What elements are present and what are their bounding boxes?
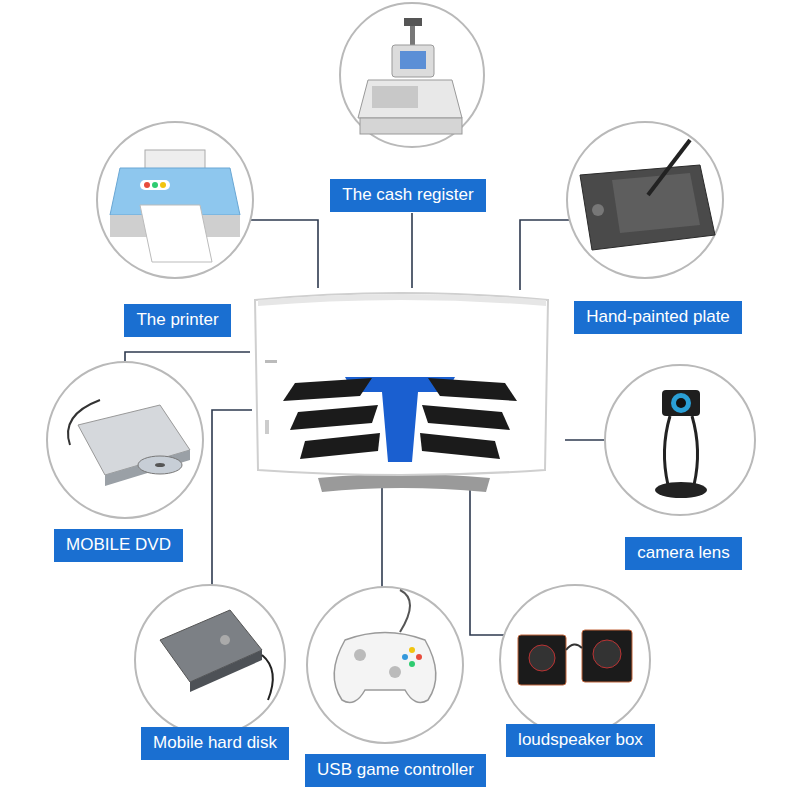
label-box: The cash register: [330, 179, 486, 212]
controller-icon: [334, 590, 436, 702]
speaker-icon: [518, 630, 632, 685]
camera-icon: [655, 390, 707, 498]
cash-register-icon: [358, 18, 462, 134]
device-circles: [47, 3, 755, 743]
label-box: loudspeaker box: [506, 724, 655, 757]
label-text: The printer: [136, 310, 218, 330]
tablet-icon: [580, 140, 715, 250]
label-box: The printer: [124, 304, 231, 337]
label-box: Hand-painted plate: [574, 301, 742, 334]
label-box: MOBILE DVD: [54, 529, 183, 562]
label-box: USB game controller: [305, 754, 486, 787]
label-text: Mobile hard disk: [153, 733, 277, 753]
hard-disk-icon: [160, 610, 273, 700]
label-box: Mobile hard disk: [141, 727, 289, 760]
label-text: loudspeaker box: [518, 730, 643, 750]
label-text: Hand-painted plate: [586, 307, 730, 327]
label-text: camera lens: [637, 543, 730, 563]
monitor-back: [255, 293, 548, 492]
label-text: USB game controller: [317, 760, 474, 780]
label-text: MOBILE DVD: [66, 535, 171, 555]
dvd-drive-icon: [68, 400, 190, 486]
label-text: The cash register: [342, 185, 473, 205]
label-box: camera lens: [625, 537, 742, 570]
printer-icon: [110, 150, 240, 262]
